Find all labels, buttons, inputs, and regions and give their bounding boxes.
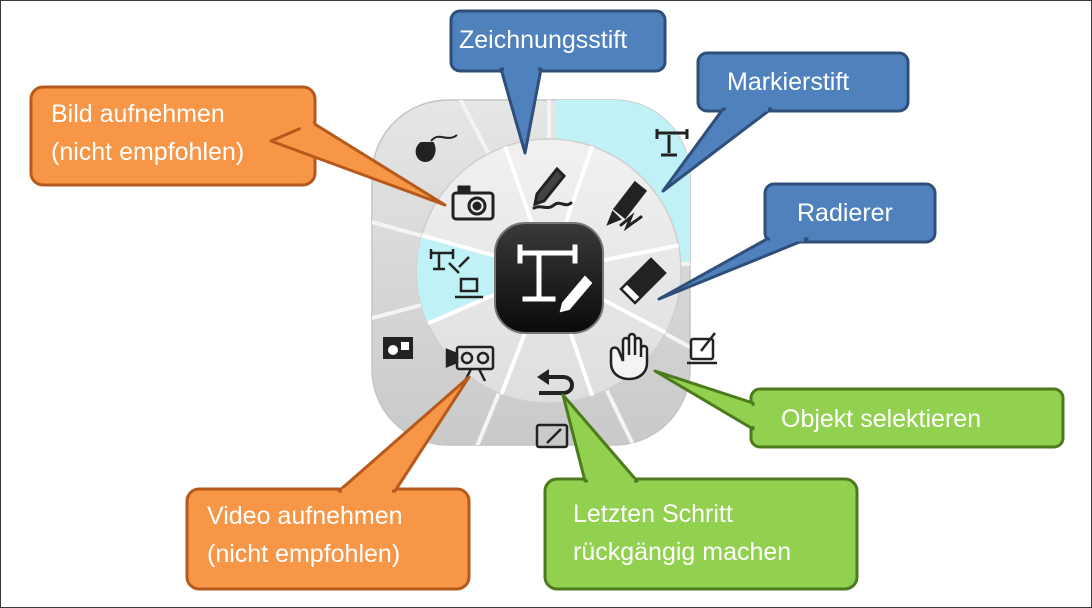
callout-eraser xyxy=(657,182,937,301)
callout-capture-image-note: (nicht empfohlen) xyxy=(51,138,245,166)
callout-select-object-label: Objekt selektieren xyxy=(781,405,982,433)
center-button[interactable] xyxy=(494,222,604,334)
hand-icon[interactable] xyxy=(609,332,649,381)
shapes-icon[interactable] xyxy=(383,337,413,359)
callout-drawing-pen xyxy=(449,9,667,155)
tablet-pen-icon[interactable] xyxy=(687,332,717,365)
callout-undo xyxy=(543,393,859,591)
callout-drawing-pen-label: Zeichnungsstift xyxy=(459,26,628,54)
camera-to-pc-icon[interactable] xyxy=(429,249,483,299)
callout-select-object xyxy=(653,369,1065,449)
document-camera-pen-icon xyxy=(517,244,593,313)
callout-undo-note: rückgängig machen xyxy=(573,538,792,566)
callout-record-video-note: (nicht empfohlen) xyxy=(207,540,401,568)
mouse-icon[interactable] xyxy=(415,134,458,163)
callout-highlighter-label: Markierstift xyxy=(727,68,850,96)
callout-record-video-label: Video aufnehmen xyxy=(207,502,403,530)
callout-undo-label: Letzten Schritt xyxy=(573,500,733,528)
callout-eraser-label: Radierer xyxy=(797,199,893,227)
inner-highlight-segment xyxy=(417,231,549,336)
pen-icon[interactable] xyxy=(532,166,573,210)
highlighter-icon[interactable] xyxy=(606,180,648,232)
whiteboard-icon[interactable] xyxy=(535,423,569,449)
callout-capture-image-label: Bild aufnehmen xyxy=(51,100,225,128)
document-camera-icon[interactable] xyxy=(655,129,689,157)
callout-highlighter xyxy=(661,51,910,193)
callout-record-video xyxy=(185,375,471,591)
eraser-icon[interactable] xyxy=(619,257,667,305)
camera-icon[interactable] xyxy=(451,185,495,221)
callout-capture-image xyxy=(29,85,447,207)
undo-icon[interactable] xyxy=(537,369,574,395)
